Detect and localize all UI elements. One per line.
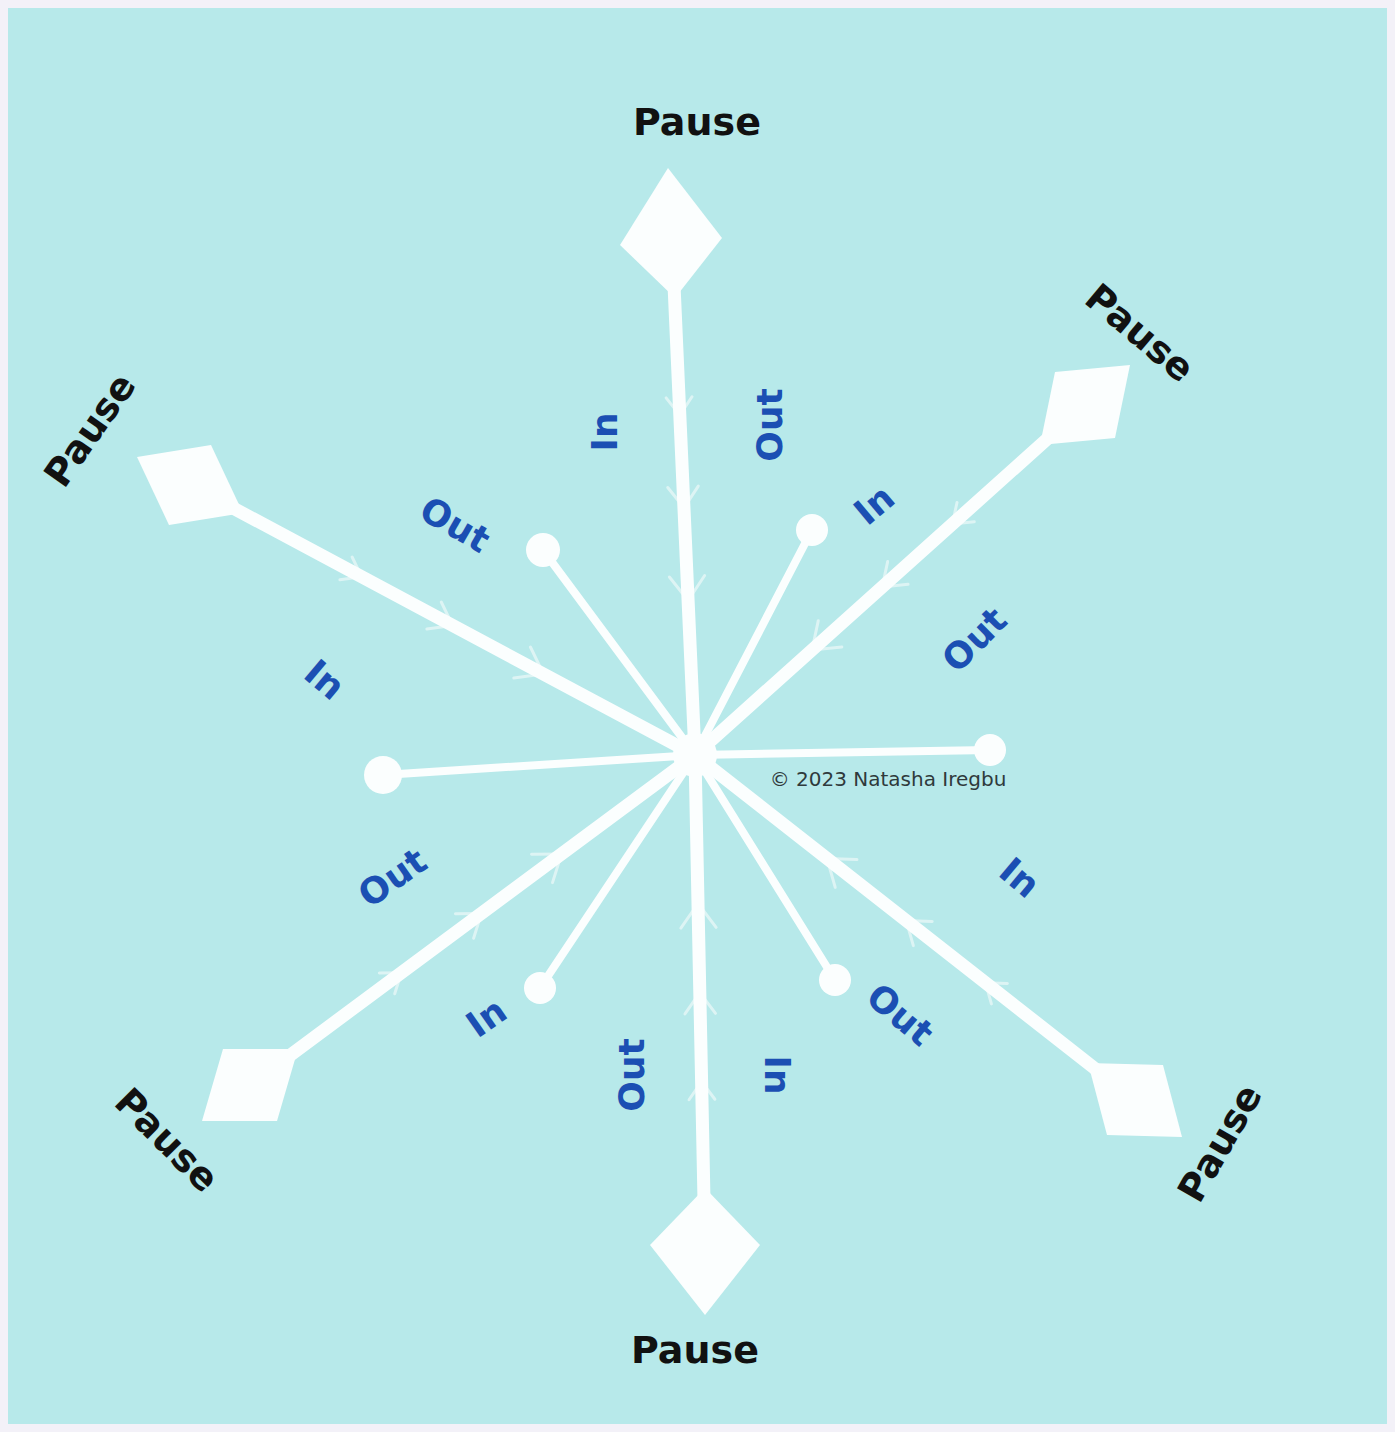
- diamond-tip: [1040, 365, 1130, 445]
- snowflake-arm: [695, 755, 705, 1250]
- snowflake-arm: [190, 485, 695, 755]
- diamond-tip: [1088, 1063, 1182, 1137]
- snowflake-short-arm: [540, 755, 695, 988]
- dot-tip: [796, 514, 828, 546]
- snowflake-arm: [695, 755, 1135, 1100]
- breath-label: In: [298, 654, 351, 707]
- diamond-tip: [137, 445, 243, 525]
- snowflake-tips: [137, 168, 1182, 1315]
- pause-label: Pause: [108, 1081, 225, 1198]
- breath-label: Out: [752, 388, 788, 461]
- snowflake-short-arm: [383, 755, 695, 775]
- snowflake-short-arm: [695, 750, 990, 755]
- breath-label: In: [993, 852, 1046, 905]
- breath-label: In: [759, 1055, 795, 1094]
- snowflake-short-arm: [695, 530, 812, 755]
- pause-label: Pause: [633, 103, 761, 141]
- dot-tip: [524, 972, 556, 1004]
- breath-label: Out: [860, 978, 939, 1053]
- dot-tip: [364, 756, 402, 794]
- snowflake-arms: [190, 240, 1135, 1250]
- snowflake-arm: [672, 240, 695, 755]
- pause-label: Pause: [1172, 1078, 1269, 1208]
- breath-label: Out: [414, 491, 496, 559]
- dot-tip: [526, 533, 560, 567]
- dot-tip: [974, 734, 1006, 766]
- pause-label: Pause: [631, 1331, 759, 1369]
- breath-label: Out: [614, 1038, 650, 1111]
- copyright-note: © 2023 Natasha Iregbu: [770, 769, 1007, 789]
- dot-tip: [819, 964, 851, 996]
- diamond-tip: [650, 1188, 760, 1315]
- diamond-tip: [202, 1049, 298, 1121]
- pause-label: Pause: [38, 367, 143, 494]
- diamond-tip: [620, 168, 722, 298]
- breath-label: Out: [353, 842, 434, 914]
- snowflake-center: [673, 733, 717, 777]
- breath-label: In: [587, 412, 623, 451]
- pause-label: Pause: [1079, 277, 1201, 388]
- snowflake-arm: [250, 755, 695, 1085]
- snowflake-short-arm: [543, 550, 695, 755]
- breath-label: Out: [936, 601, 1013, 678]
- breath-label: In: [848, 479, 901, 532]
- breath-label: In: [461, 992, 514, 1044]
